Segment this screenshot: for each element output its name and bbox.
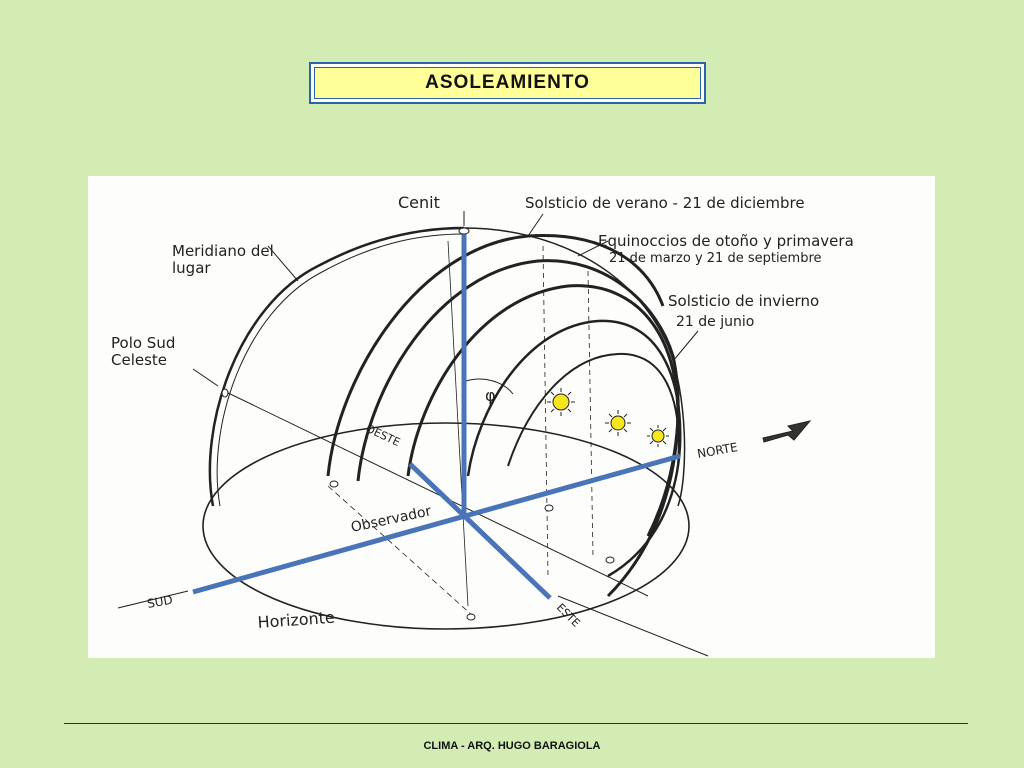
phi-arc bbox=[465, 378, 514, 395]
horizon-ellipse bbox=[202, 422, 690, 630]
polo-node bbox=[221, 388, 229, 398]
sun-path-3 bbox=[406, 284, 680, 598]
sun-icon bbox=[647, 425, 669, 447]
footer-divider bbox=[64, 723, 968, 724]
sun-path-4 bbox=[466, 319, 682, 578]
meridian-arc bbox=[208, 226, 465, 507]
polar-axis bbox=[223, 390, 649, 597]
label-equinoccios-1: Equinoccios de otoño y primavera bbox=[598, 232, 854, 250]
south-north-axis bbox=[192, 453, 681, 595]
label-polo-2: Celeste bbox=[111, 351, 167, 369]
leader-polo bbox=[192, 368, 219, 387]
leader-invierno bbox=[672, 330, 699, 362]
construction-line-5 bbox=[117, 590, 189, 609]
construction-line-2 bbox=[542, 245, 549, 577]
label-horizonte: Horizonte bbox=[257, 608, 335, 632]
horizon-node-2 bbox=[466, 613, 476, 621]
meridian-arc-inner bbox=[216, 233, 465, 507]
label-este: ESTE bbox=[554, 601, 583, 630]
label-sud: SUD bbox=[146, 593, 174, 611]
label-norte: NORTE bbox=[696, 440, 739, 461]
label-solsticio-invierno-2: 21 de junio bbox=[676, 314, 754, 330]
horizon-node-4 bbox=[544, 504, 554, 512]
label-cenit: Cenit bbox=[398, 193, 440, 212]
celestial-sphere-diagram: Cenit Meridiano del lugar Polo Sud Celes… bbox=[88, 176, 935, 658]
cenit-node bbox=[458, 227, 470, 235]
label-meridiano-1: Meridiano del bbox=[172, 242, 274, 260]
label-solsticio-invierno-1: Solsticio de invierno bbox=[668, 292, 819, 310]
slide-title: ASOLEAMIENTO bbox=[314, 67, 701, 99]
label-phi: φ bbox=[485, 386, 496, 405]
sun-path-1 bbox=[326, 234, 665, 477]
label-polo-1: Polo Sud bbox=[111, 334, 175, 352]
north-arrow bbox=[762, 420, 812, 443]
leader-equinoccio bbox=[577, 240, 609, 257]
title-box: ASOLEAMIENTO bbox=[309, 62, 706, 104]
label-equinoccios-2: 21 de marzo y 21 de septiembre bbox=[609, 251, 822, 266]
construction-line-6 bbox=[557, 595, 709, 657]
west-east-axis bbox=[408, 462, 552, 600]
construction-line-3 bbox=[587, 270, 594, 557]
horizon-node-1 bbox=[329, 480, 339, 488]
construction-line-1 bbox=[447, 240, 469, 607]
label-meridiano-2: lugar bbox=[172, 259, 211, 277]
leader-verano bbox=[527, 213, 544, 237]
slide-footer: CLIMA - ARQ. HUGO BARAGIOLA bbox=[423, 740, 601, 752]
label-solsticio-verano: Solsticio de verano - 21 de diciembre bbox=[525, 194, 805, 212]
sun-icon bbox=[547, 388, 575, 416]
horizon-node-3 bbox=[605, 556, 615, 564]
construction-line-4 bbox=[327, 485, 474, 617]
sun-path-5 bbox=[507, 352, 680, 467]
leader-meridiano bbox=[267, 245, 299, 282]
sun-icon bbox=[605, 410, 631, 436]
